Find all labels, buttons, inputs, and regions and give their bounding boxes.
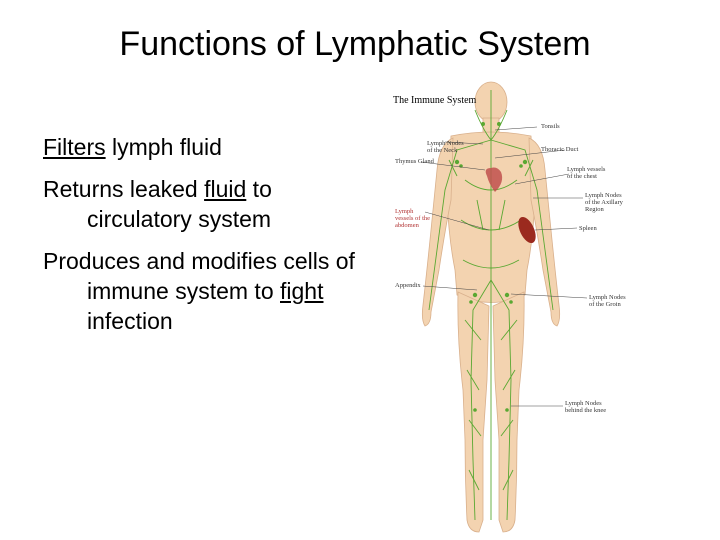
body-silhouette — [421, 81, 561, 533]
label-tonsils: Tonsils — [541, 123, 560, 130]
bullet-filters: Filters lymph fluid — [43, 132, 383, 162]
bullet-list: Filters lymph fluid Returns leaked fluid… — [43, 132, 383, 348]
bullet-immune-cells: Produces and modifies cells of immune sy… — [43, 246, 383, 336]
slide-title: Functions of Lymphatic System — [119, 25, 591, 63]
bullet-text: fight — [280, 278, 324, 304]
bullet-text: to circulatory system — [87, 176, 272, 232]
label-appendix: Appendix — [395, 282, 421, 289]
leader-lines — [420, 126, 588, 407]
label-thymus: Thymus Gland — [395, 158, 434, 165]
figure-title: The Immune System — [393, 95, 477, 106]
bullet-text: Returns leaked — [43, 176, 205, 202]
spleen-shape — [518, 216, 536, 244]
bullet-text: Filters — [43, 134, 106, 160]
bullet-text: Produces and modifies cells of immune sy… — [43, 248, 355, 304]
label-thoracic-duct: Thoracic Duct — [541, 146, 579, 153]
heart-shape — [485, 167, 503, 192]
bullet-returns-fluid: Returns leaked fluid to circulatory syst… — [43, 174, 383, 234]
bullet-text: lymph fluid — [105, 134, 222, 160]
body-illustration — [420, 81, 588, 533]
lymph-nodes — [454, 122, 528, 412]
bullet-text: infection — [87, 308, 173, 334]
lymph-vessels — [428, 90, 554, 521]
bullet-text: fluid — [204, 176, 247, 202]
label-spleen: Spleen — [579, 225, 597, 232]
